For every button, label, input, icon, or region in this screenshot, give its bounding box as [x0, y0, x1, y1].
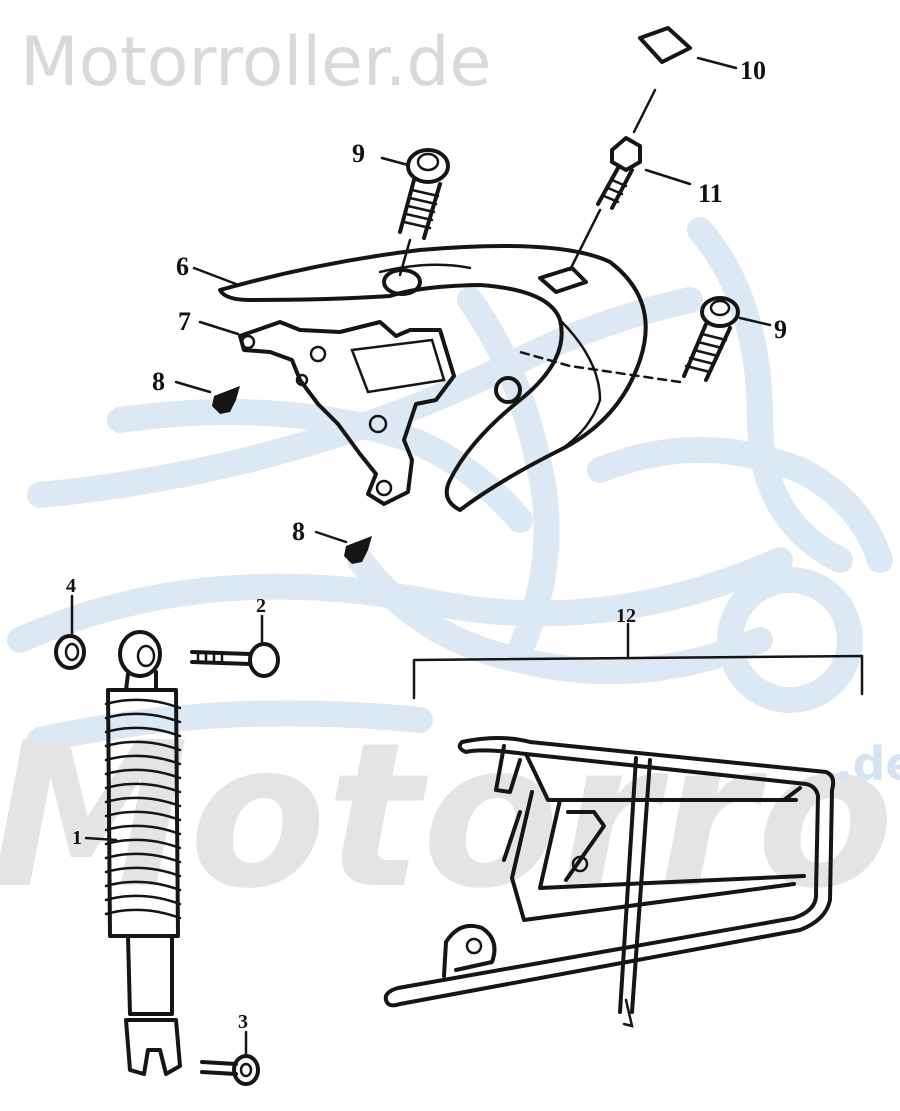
callout-3: 3: [238, 1011, 248, 1033]
callout-9-right: 9: [774, 315, 787, 344]
callout-11: 11: [698, 179, 723, 208]
part-9-bolt-top: [380, 148, 450, 277]
callout-4: 4: [66, 575, 76, 597]
callout-12: 12: [616, 605, 636, 627]
callout-2: 2: [256, 595, 266, 617]
part-7-bracket: [198, 320, 456, 506]
watermark-brand: Motorroller: [0, 700, 900, 933]
callout-1: 1: [72, 827, 82, 849]
part-6-grab-rail: [192, 244, 648, 512]
callout-7: 7: [178, 307, 191, 336]
part-2-bolt: [190, 614, 280, 678]
part-12-luggage-rack: [383, 622, 864, 1028]
part-10-sticker: [638, 26, 738, 70]
part-9-bolt-right: [518, 296, 772, 384]
callout-9-top: 9: [352, 139, 365, 168]
part-3-bolt: [200, 1030, 260, 1086]
part-11-hex-bolt: [568, 88, 692, 272]
watermark-site-title: Motorroller.de: [20, 23, 491, 102]
part-8-screw-lower: [314, 530, 372, 564]
callout-8-upper: 8: [152, 367, 165, 396]
watermark-brand-suffix: .de: [835, 737, 900, 791]
callout-labels: 10 11 9 9 6 7 8 8 4 2 12 1 3: [66, 56, 787, 1033]
part-8-screw-upper: [174, 380, 240, 414]
callout-10: 10: [740, 56, 766, 85]
part-4-nut: [54, 594, 86, 670]
part-1-shock-absorber: [84, 630, 182, 1076]
callout-8-lower: 8: [292, 517, 305, 546]
callout-6: 6: [176, 252, 189, 281]
